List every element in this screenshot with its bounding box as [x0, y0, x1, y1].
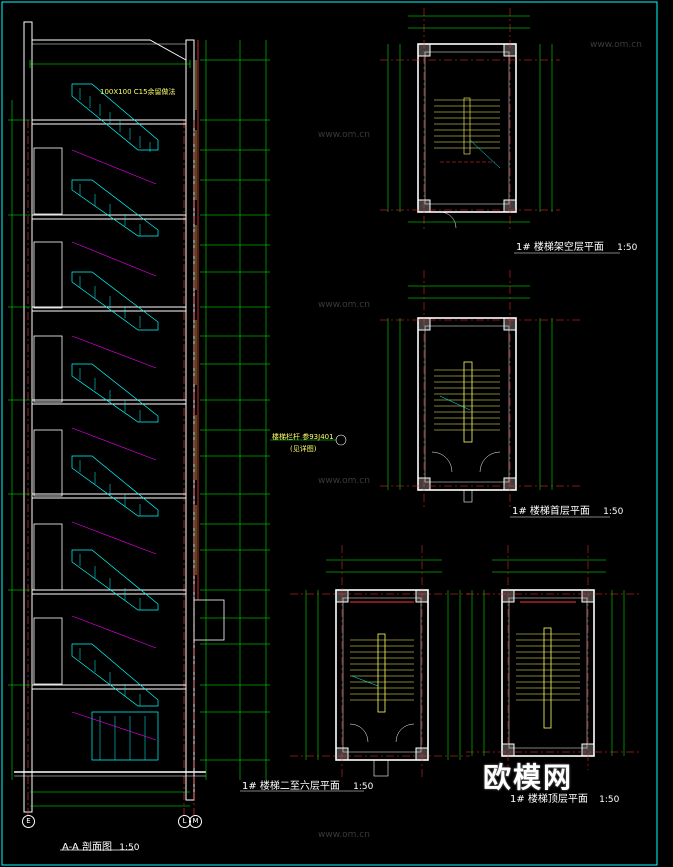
plan-title-text: 1# 楼梯首层平面 — [512, 506, 590, 517]
plan-title-text: 1# 楼梯二至六层平面 — [242, 781, 340, 792]
watermark-url: www.om.cn — [318, 130, 370, 140]
watermark-url: www.om.cn — [318, 830, 370, 840]
section-scale: 1:50 — [119, 843, 140, 853]
railing-note-detail: (见详图) — [290, 445, 317, 453]
section-a-a — [8, 21, 347, 851]
plan-ground-floor — [380, 270, 610, 518]
plan-title-text: 1# 楼梯架空层平面 — [516, 242, 604, 253]
plan-title-text: 1# 楼梯顶层平面 — [510, 794, 588, 805]
section-title: A-A 剖面图 1:50 — [62, 838, 139, 853]
axis-bubble-e: E — [22, 815, 35, 828]
plan-title-ground: 1# 楼梯首层平面 1:50 — [512, 502, 623, 517]
watermark-url: www.om.cn — [590, 40, 642, 50]
brand-watermark: 欧模网 — [483, 761, 574, 794]
axis-bubble-m: M — [189, 815, 202, 828]
section-top-note: 100X100 C15余留做法 — [100, 88, 176, 96]
plan-title-pilotis: 1# 楼梯架空层平面 1:50 — [516, 238, 637, 253]
plan-top-floor — [466, 545, 640, 770]
plan-scale: 1:50 — [617, 243, 638, 253]
railing-note: 楼梯栏杆 参93J401 — [272, 433, 334, 441]
watermark-url: www.om.cn — [318, 300, 370, 310]
plan-scale: 1:50 — [599, 795, 620, 805]
plan-pilotis — [380, 8, 620, 254]
plan-scale: 1:50 — [353, 782, 374, 792]
watermark-url: www.om.cn — [318, 476, 370, 486]
plan-scale: 1:50 — [603, 507, 624, 517]
plan-title-typical: 1# 楼梯二至六层平面 1:50 — [242, 777, 373, 792]
plan-typical-floor — [240, 545, 470, 792]
plan-title-top: 1# 楼梯顶层平面 1:50 — [510, 790, 619, 805]
section-title-text: A-A 剖面图 — [62, 842, 113, 853]
